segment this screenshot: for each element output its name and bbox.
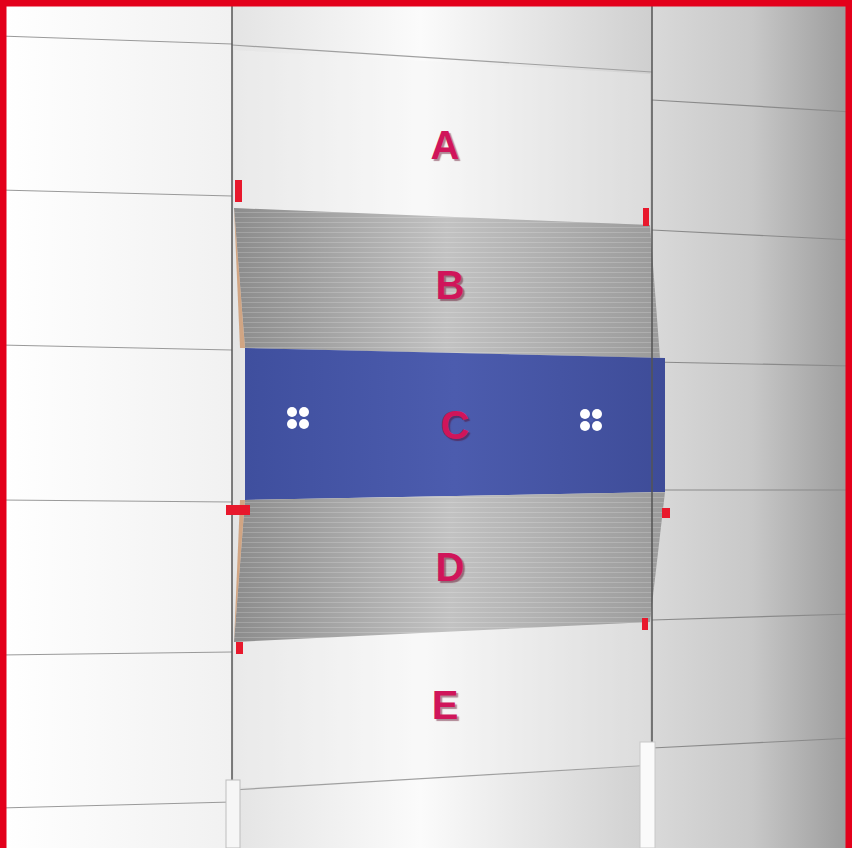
panel-label: C (441, 403, 470, 448)
wall-panel: D (250, 505, 650, 630)
wall-panel: A (240, 80, 650, 210)
panel-label: A (431, 123, 460, 168)
panel-label: D (436, 545, 465, 590)
panel-label: E (432, 683, 459, 728)
wall-panel: B (250, 222, 650, 348)
wall-panel: C (250, 360, 660, 490)
wall-panel: E (240, 648, 650, 763)
panel-label: B (436, 263, 465, 308)
